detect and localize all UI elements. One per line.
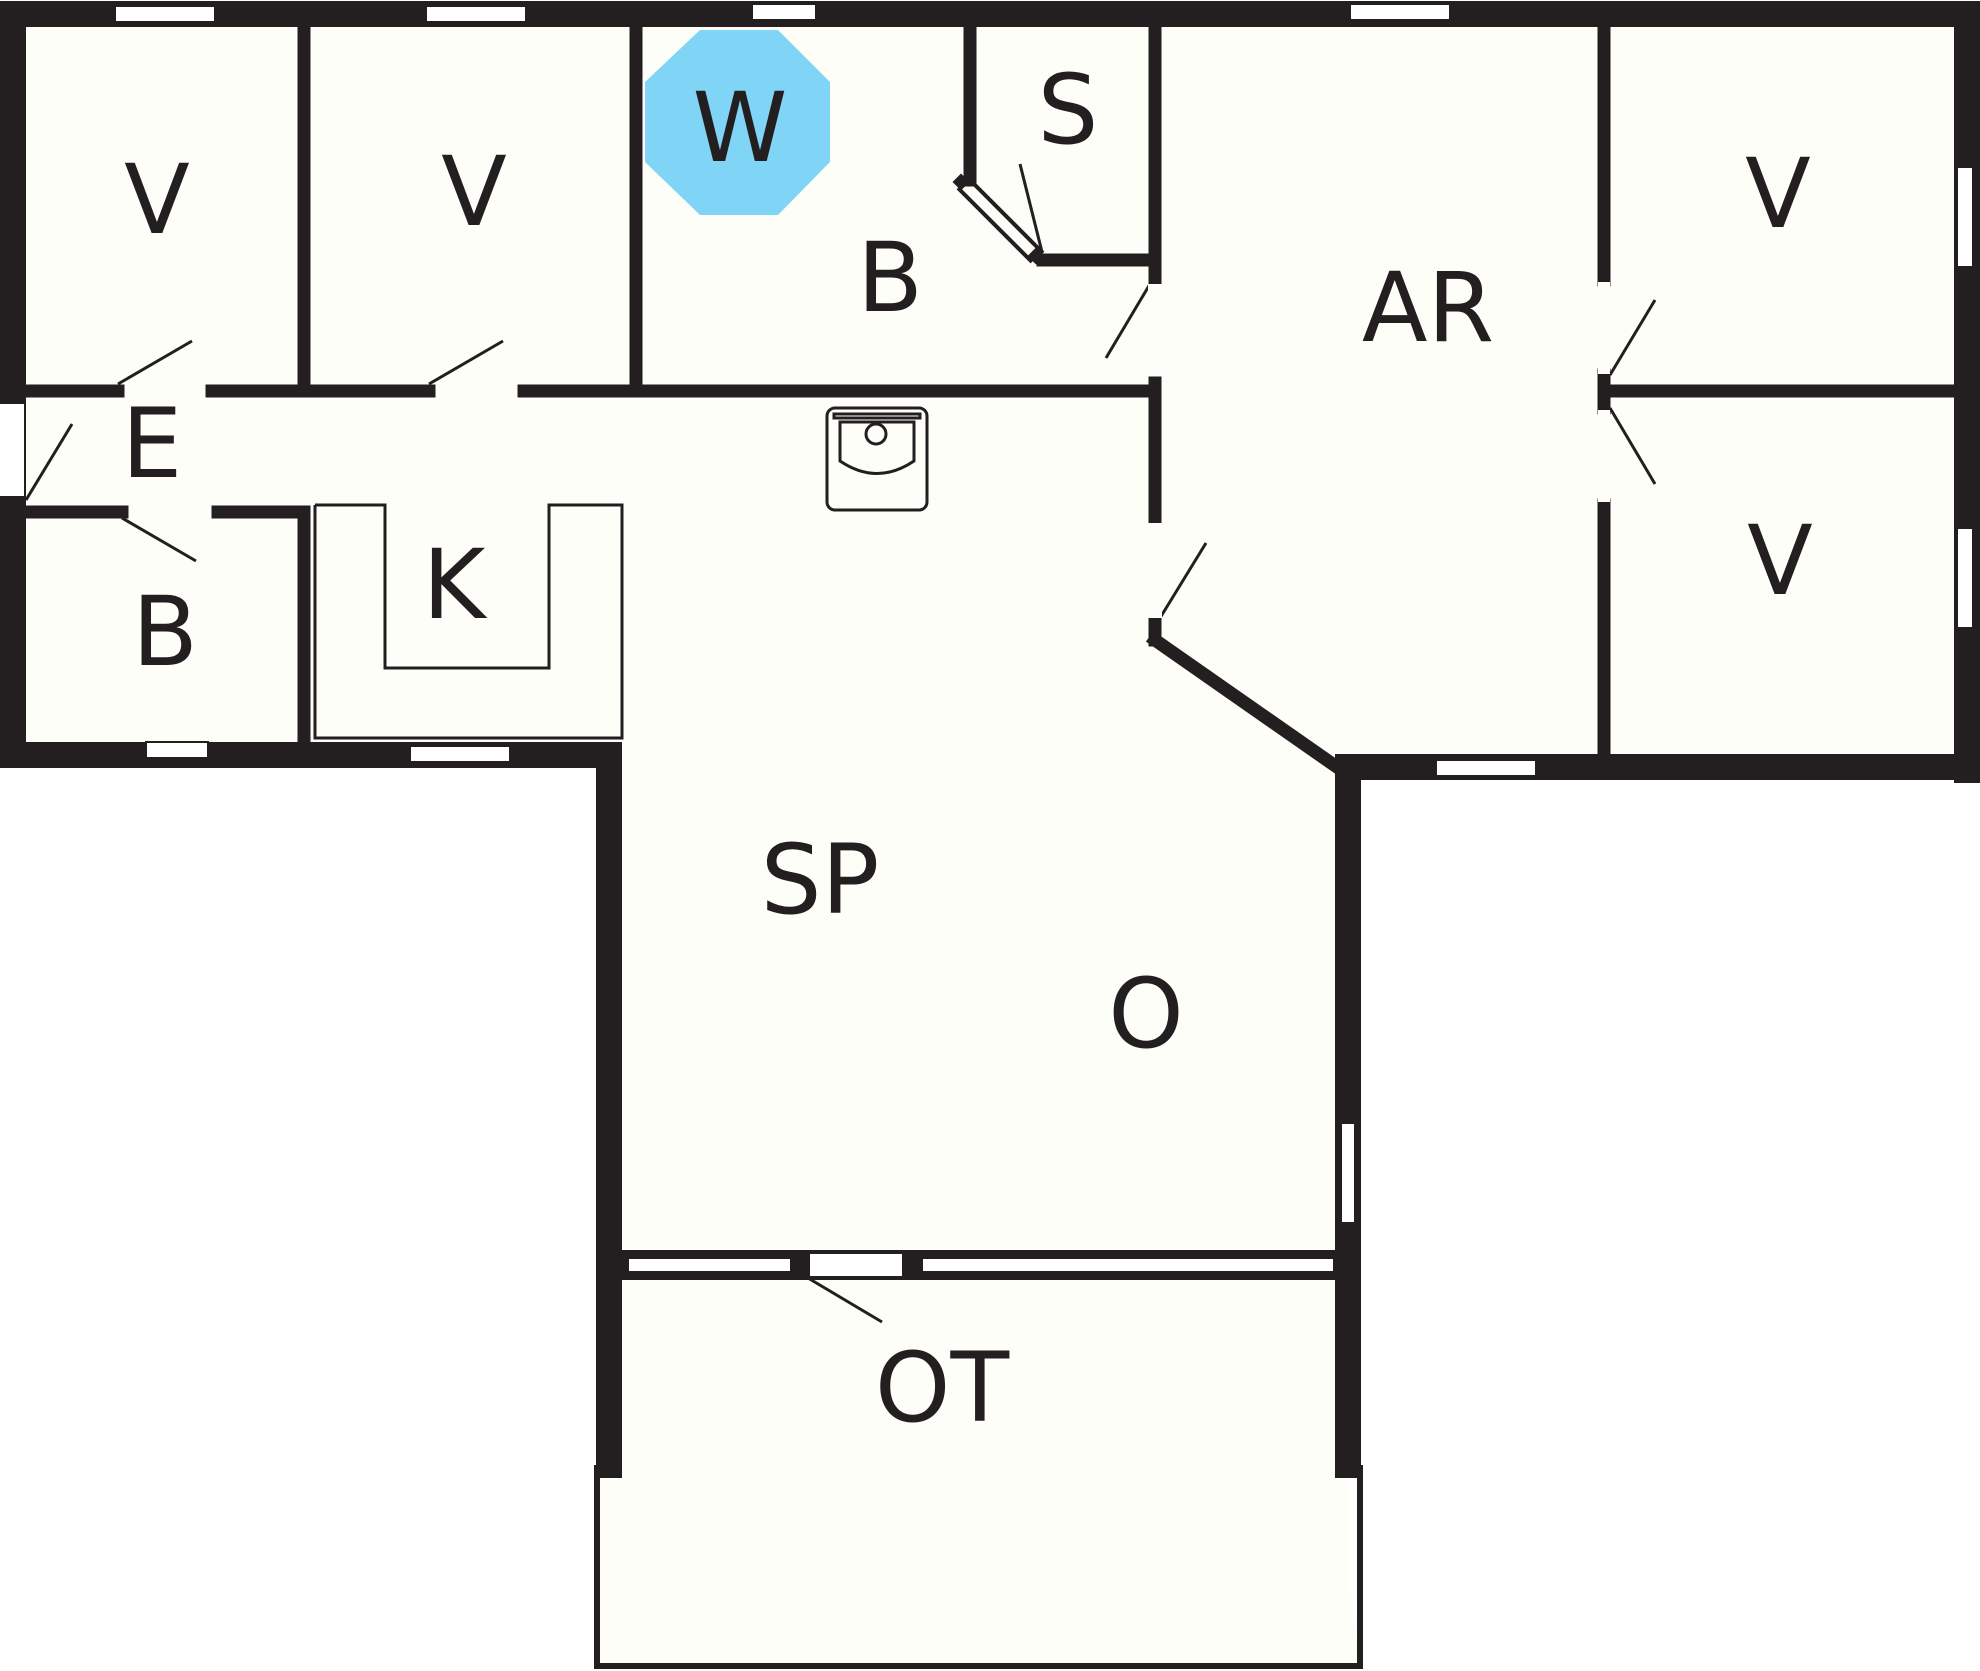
kitchen-counter [313,503,624,740]
room-label-ot: OT [875,1332,1010,1444]
sink-icon [825,406,929,512]
room-label-s: S [1038,54,1099,166]
room-label-k: K [423,529,488,641]
room-labels: V V W B S AR V V E K B SP O OT [122,54,1813,1444]
room-label-v1: V [124,144,190,256]
room-label-v2: V [441,136,507,248]
toilet-highlight [645,30,830,215]
door-gaps [1148,282,1610,618]
room-label-sp: SP [761,824,880,936]
room-label-ar: AR [1362,252,1494,364]
terrace-divider [600,1250,1346,1280]
interior-walls [13,13,1967,782]
room-label-b-top: B [857,222,923,334]
room-label-v3: V [1745,138,1811,250]
room-label-b-left: B [132,576,198,688]
terrace-outline [594,1465,1363,1669]
room-label-e: E [122,388,183,500]
room-label-v4: V [1747,505,1813,617]
floor-area [8,12,1973,1665]
room-label-w: W [693,72,788,184]
windows [0,3,1974,1224]
s-door-frame [956,178,1045,264]
door-swings [24,163,1657,1324]
room-label-o: O [1108,958,1184,1070]
exterior-walls [0,1,1980,1478]
